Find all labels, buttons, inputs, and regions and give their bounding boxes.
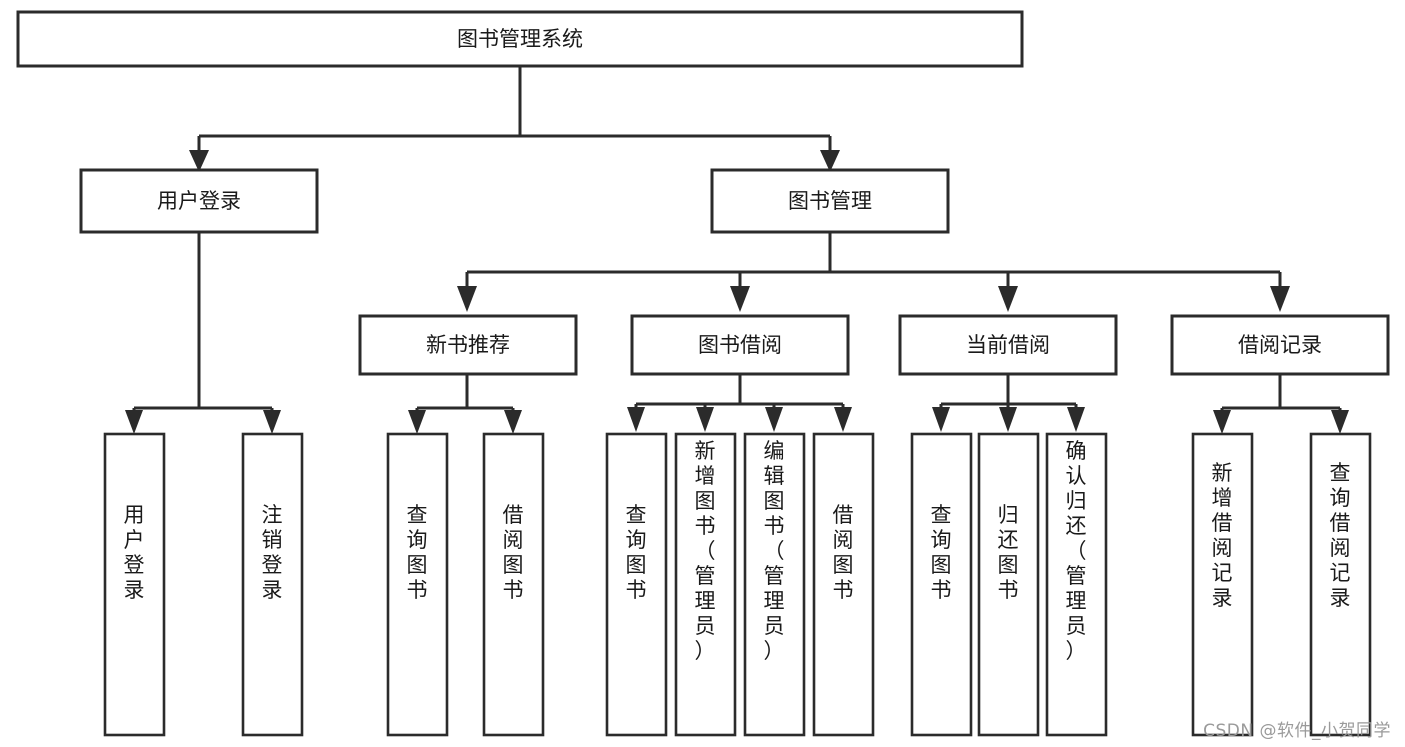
leaf-node-add-book-admin-box[interactable]: [674, 432, 737, 737]
connector-group-bookborrow: [627, 374, 852, 432]
leaf-node-logout-label: 注销登录: [262, 503, 283, 602]
arrow-head-bookmgmt: [820, 150, 840, 172]
leaf-node-return-book-label: 归还图书: [998, 503, 1019, 602]
node-book-management-box[interactable]: [710, 168, 950, 234]
leaf-node-add-borrow-record-box[interactable]: [1191, 432, 1254, 737]
leaf-node-borrow-borrow-book[interactable]: 借阅图书: [812, 432, 875, 737]
arrow-head-borrowrecord: [1270, 286, 1290, 312]
node-root-system-label: 图书管理系统: [457, 27, 583, 51]
leaf-node-logout[interactable]: 注销登录: [241, 432, 304, 737]
leaf-node-query-borrow-record-label: 查询借阅记录: [1330, 461, 1351, 610]
leaf-node-edit-book-admin[interactable]: 编辑图书（管理员）: [743, 432, 806, 737]
connector-group-currentborrow: [932, 374, 1085, 432]
node-book-borrow-box[interactable]: [630, 314, 850, 376]
node-user-login[interactable]: 用户登录: [79, 168, 319, 234]
leaf-node-newbook-borrow-book[interactable]: 借阅图书: [482, 432, 545, 737]
arrow-head-currentborrow-leaf-3: [1067, 407, 1085, 432]
arrow-head-leaf-user-login: [125, 410, 143, 434]
leaf-node-newbook-query-book[interactable]: 查询图书: [386, 432, 449, 737]
node-new-book-recommend[interactable]: 新书推荐: [358, 314, 578, 376]
csdn-watermark: CSDN @软件_小贺同学: [1203, 721, 1391, 741]
leaf-node-user-login-box[interactable]: [103, 432, 166, 737]
connector-group-borrowrecord: [1213, 374, 1349, 434]
leaf-node-current-query-book-box[interactable]: [910, 432, 973, 737]
leaf-node-confirm-return-admin-label: 确认归还（管理员）: [1066, 439, 1087, 663]
node-book-management-label: 图书管理: [788, 189, 872, 213]
connector-group-userlogin: [125, 232, 281, 434]
node-book-borrow-label: 图书借阅: [698, 333, 782, 357]
arrow-head-bookborrow-leaf-1: [627, 407, 645, 432]
arrow-head-bookborrow-leaf-3: [765, 407, 783, 432]
leaf-node-edit-book-admin-box[interactable]: [743, 432, 806, 737]
leaf-node-logout-box[interactable]: [241, 432, 304, 737]
leaf-node-newbook-query-book-label: 查询图书: [407, 503, 428, 602]
leaf-node-add-borrow-record-label: 新增借阅记录: [1212, 461, 1233, 610]
leaf-node-add-book-admin-label: 新增图书（管理员）: [695, 439, 716, 663]
leaf-node-borrow-borrow-book-box[interactable]: [812, 432, 875, 737]
node-user-login-label: 用户登录: [157, 189, 241, 213]
arrow-head-bookborrow-leaf-4: [834, 407, 852, 432]
node-borrow-record-box[interactable]: [1170, 314, 1390, 376]
leaf-node-add-book-admin[interactable]: 新增图书（管理员）: [674, 432, 737, 737]
leaf-node-edit-book-admin-label: 编辑图书（管理员）: [764, 439, 785, 663]
connector-group-bookmgmt: [457, 232, 1290, 312]
connector-group-root: [189, 66, 840, 172]
node-current-borrow[interactable]: 当前借阅: [898, 314, 1118, 376]
leaf-node-borrow-query-book[interactable]: 查询图书: [605, 432, 668, 737]
leaf-node-confirm-return-admin-box[interactable]: [1045, 432, 1108, 737]
node-book-management[interactable]: 图书管理: [710, 168, 950, 234]
arrow-head-borrowrecord-leaf-1: [1213, 410, 1231, 434]
leaf-node-current-query-book[interactable]: 查询图书: [910, 432, 973, 737]
leaf-node-query-borrow-record[interactable]: 查询借阅记录: [1309, 432, 1372, 737]
arrow-head-newbook: [457, 286, 477, 312]
arrow-head-bookborrow: [730, 286, 750, 312]
leaf-node-newbook-query-book-box[interactable]: [386, 432, 449, 737]
node-root-system-box[interactable]: [16, 10, 1024, 68]
leaf-node-confirm-return-admin[interactable]: 确认归还（管理员）: [1045, 432, 1108, 737]
leaf-node-borrow-query-book-label: 查询图书: [626, 503, 647, 602]
leaf-node-return-book-box[interactable]: [977, 432, 1040, 737]
node-new-book-recommend-box[interactable]: [358, 314, 578, 376]
arrow-head-newbook-leaf-2: [504, 410, 522, 434]
leaf-node-current-query-book-label: 查询图书: [931, 503, 952, 602]
node-borrow-record-label: 借阅记录: [1238, 333, 1322, 357]
leaf-node-borrow-borrow-book-label: 借阅图书: [833, 503, 854, 602]
arrow-head-borrowrecord-leaf-2: [1331, 410, 1349, 434]
arrow-head-bookborrow-leaf-2: [696, 407, 714, 432]
arrow-head-userlogin: [189, 150, 209, 172]
arrow-head-currentborrow-leaf-2: [999, 407, 1017, 432]
node-user-login-box[interactable]: [79, 168, 319, 234]
connector-group-newbook: [408, 374, 522, 434]
leaf-node-return-book[interactable]: 归还图书: [977, 432, 1040, 737]
node-current-borrow-label: 当前借阅: [966, 333, 1050, 357]
leaf-node-newbook-borrow-book-box[interactable]: [482, 432, 545, 737]
arrow-head-currentborrow-leaf-1: [932, 407, 950, 432]
node-borrow-record[interactable]: 借阅记录: [1170, 314, 1390, 376]
node-new-book-recommend-label: 新书推荐: [426, 333, 510, 357]
leaf-node-user-login[interactable]: 用户登录: [103, 432, 166, 737]
node-current-borrow-box[interactable]: [898, 314, 1118, 376]
leaf-node-add-borrow-record[interactable]: 新增借阅记录: [1191, 432, 1254, 737]
node-book-borrow[interactable]: 图书借阅: [630, 314, 850, 376]
arrow-head-leaf-logout: [263, 410, 281, 434]
leaf-node-newbook-borrow-book-label: 借阅图书: [503, 503, 524, 602]
arrow-head-currentborrow: [998, 286, 1018, 312]
leaf-node-query-borrow-record-box[interactable]: [1309, 432, 1372, 737]
leaf-node-user-login-label: 用户登录: [124, 503, 145, 602]
node-root-system[interactable]: 图书管理系统: [16, 10, 1024, 68]
arrow-head-newbook-leaf-1: [408, 410, 426, 434]
leaf-node-borrow-query-book-box[interactable]: [605, 432, 668, 737]
